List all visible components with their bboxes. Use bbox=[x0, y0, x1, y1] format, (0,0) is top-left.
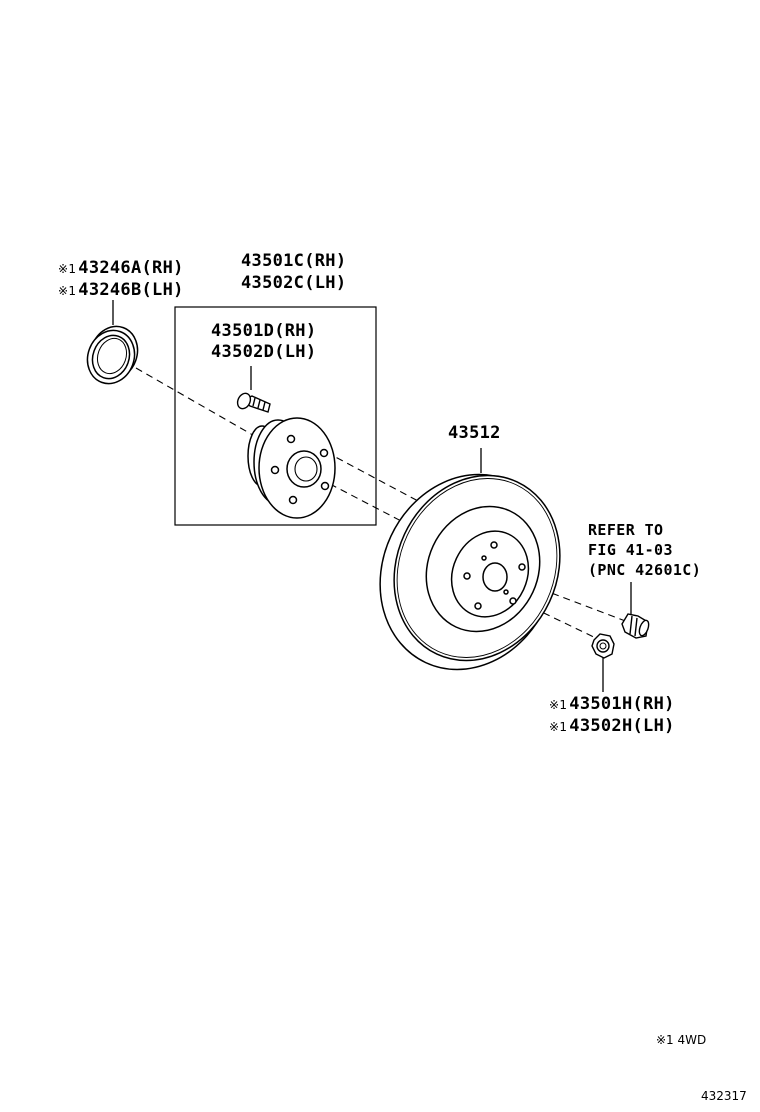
note-mark: ※1 bbox=[549, 720, 568, 734]
oil-seal bbox=[86, 325, 139, 385]
hub-rh-label: 43501C(RH) bbox=[241, 251, 347, 271]
hub-assembly-box bbox=[174, 306, 377, 526]
note-mark: ※1 bbox=[549, 698, 568, 712]
hub-bolt-rh-label: 43501D(RH) bbox=[211, 321, 317, 341]
figure-number: 432317 bbox=[701, 1089, 747, 1103]
note-mark: ※1 bbox=[58, 262, 77, 276]
refer-line-3: (PNC 42601C) bbox=[588, 561, 702, 579]
note-mark: ※1 bbox=[58, 284, 77, 298]
footnote-text: 4WD bbox=[677, 1033, 707, 1047]
footnote: ※1 4WD bbox=[656, 1034, 706, 1046]
hub-lh-label: 43502C(LH) bbox=[241, 273, 347, 293]
hub-bolt-lh-label: 43502D(LH) bbox=[211, 342, 317, 362]
refer-line-1: REFER TO bbox=[588, 521, 664, 539]
disc-label: 43512 bbox=[448, 423, 501, 443]
footnote-mark: ※1 bbox=[656, 1033, 674, 1047]
refer-line-2: FIG 41-03 bbox=[588, 541, 673, 559]
wheel-stud bbox=[621, 613, 650, 639]
hub-bolt bbox=[236, 392, 271, 413]
brake-disc bbox=[379, 473, 561, 671]
leader-lines bbox=[112, 300, 632, 692]
wheel-nut bbox=[591, 633, 615, 659]
axle-hub bbox=[247, 417, 336, 519]
